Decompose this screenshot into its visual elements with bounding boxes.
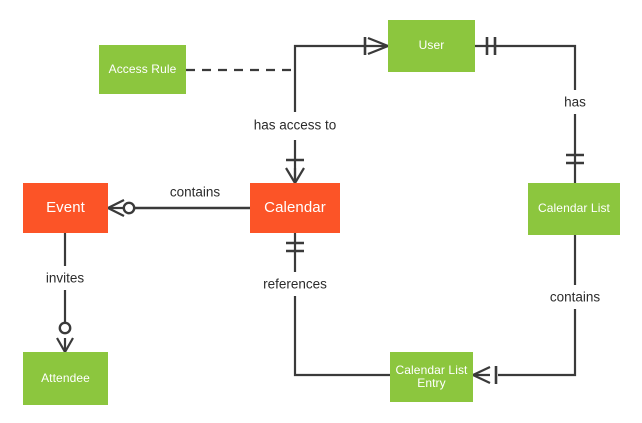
relationship-label-has: has (564, 94, 586, 110)
relationship-label-references: references (263, 276, 327, 292)
entity-calendar-list-label: Calendar List (537, 201, 610, 216)
entity-calendar-list-entry[interactable]: Calendar List Entry (390, 352, 473, 402)
connector-calendar-references-lower (293, 296, 390, 377)
connector-user-has-calendar-list (499, 44, 577, 90)
crowfoot-user-many (363, 36, 389, 56)
entity-calendar-list-entry-label: Calendar List Entry (395, 362, 468, 390)
entity-attendee-label: Attendee (41, 370, 90, 385)
entity-calendar-label: Calendar (264, 198, 326, 216)
connector-user-has-access-to-calendar (293, 44, 368, 112)
entity-access-rule-label: Access Rule (108, 61, 177, 76)
cardinality-calendar-exactly-one (286, 241, 304, 253)
crowfoot-attendee-zero-or-many (56, 321, 74, 353)
crowfoot-calendar-one-or-many (285, 158, 305, 184)
crowfoot-event-zero-or-many (107, 199, 136, 217)
relationship-label-invites: invites (45, 270, 85, 286)
relationship-label-contains-calendar-list: contains (549, 289, 601, 305)
entity-calendar[interactable]: Calendar (250, 183, 340, 233)
relationship-label-contains-event-calendar: contains (169, 184, 221, 200)
entity-access-rule[interactable]: Access Rule (99, 45, 186, 94)
entity-user-label: User (418, 38, 445, 53)
cardinality-calendar-list-exactly-one (566, 153, 584, 165)
entity-event-label: Event (46, 198, 85, 216)
cardinality-user-exactly-one (475, 37, 499, 55)
entity-user[interactable]: User (388, 20, 475, 72)
entity-event[interactable]: Event (23, 183, 108, 233)
relationship-label-has-access-to: has access to (253, 117, 337, 133)
connector-calendar-list-contains-lower (498, 309, 577, 377)
crowfoot-calendar-list-entry-many-one (472, 366, 498, 384)
entity-attendee[interactable]: Attendee (23, 352, 108, 405)
entity-calendar-list[interactable]: Calendar List (528, 183, 620, 235)
